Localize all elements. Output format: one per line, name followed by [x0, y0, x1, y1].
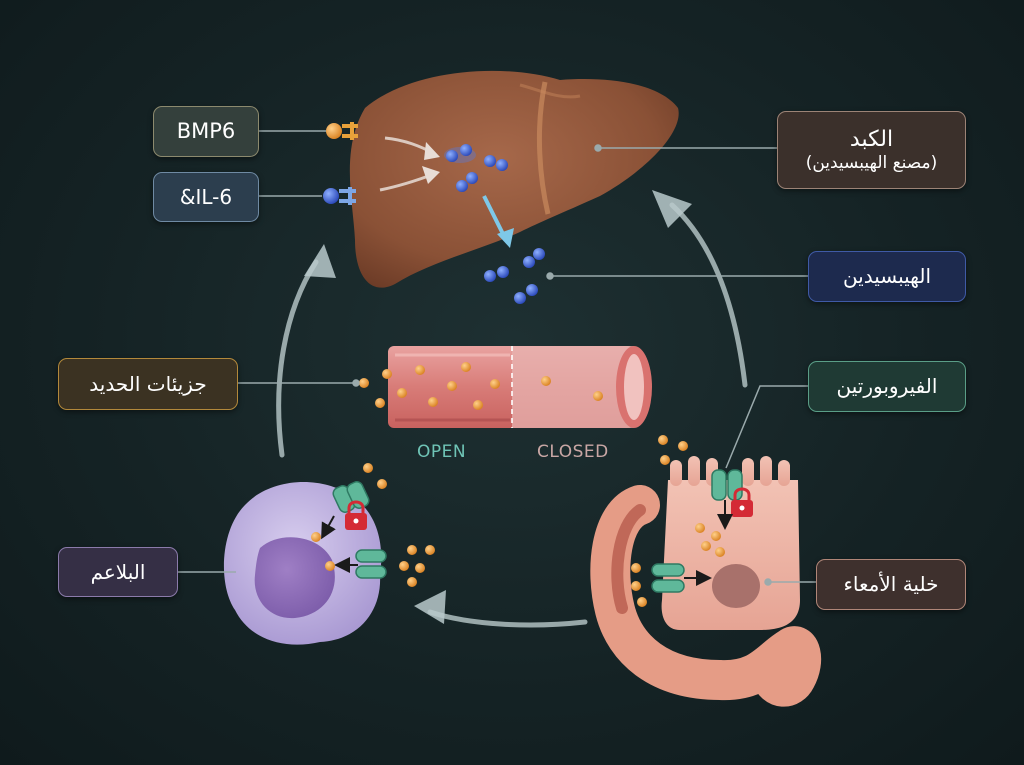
arrow-macrophage-to-liver	[276, 259, 319, 458]
bmp6-receptor-icon	[326, 122, 358, 140]
iron-flow-arrows	[321, 500, 733, 586]
hepcidin-release-arrow	[482, 195, 506, 237]
macrophage-label: البلاعم	[58, 547, 178, 597]
ferroportin-label-text: الفيروبورتين	[836, 374, 938, 398]
cycle-arrowheads	[304, 190, 692, 624]
lock-icon	[731, 487, 753, 517]
lock-icon	[345, 500, 367, 530]
signal-arrowhead	[422, 166, 440, 184]
signal-arrowhead	[424, 142, 440, 160]
iron-particles-cells	[311, 435, 725, 607]
bmp6-label-text: BMP6	[176, 119, 236, 144]
liver-subtitle: (مصنع الهيبسيدين)	[805, 153, 938, 174]
hepcidin-molecules-liver	[444, 144, 508, 192]
il6-label: &IL-6	[153, 172, 259, 222]
vessel-open-label: OPEN	[417, 442, 467, 462]
enterocyte-cell	[661, 456, 800, 630]
liver	[349, 70, 679, 288]
hepcidin-molecules-released	[484, 248, 545, 304]
arrow-enterocyte-to-liver	[669, 202, 748, 388]
macrophage-label-text: البلاعم	[90, 559, 146, 584]
iron-particles-vessel	[359, 362, 603, 410]
iron-particles-label: جزيئات الحديد	[58, 358, 238, 410]
hepcidin-release-arrowhead	[497, 228, 514, 248]
blood-vessel	[388, 346, 652, 428]
intestine	[590, 485, 822, 707]
hepcidin-label-text: الهيبسيدين	[842, 264, 932, 288]
enterocyte-label: خلية الأمعاء	[816, 559, 966, 610]
enterocyte-label-text: خلية الأمعاء	[843, 572, 939, 596]
il6-receptor-icon	[323, 187, 356, 205]
liver-title: الكبد	[849, 126, 894, 152]
leader-lines	[178, 130, 816, 586]
il6-label-text: &IL-6	[179, 184, 233, 209]
hepcidin-label: الهيبسيدين	[808, 251, 966, 302]
arrow-enterocyte-to-macrophage	[427, 609, 588, 628]
ferroportin-label: الفيروبورتين	[808, 361, 966, 412]
vessel-closed-label: CLOSED	[537, 442, 609, 462]
bmp6-label: BMP6	[153, 106, 259, 157]
iron-particles-label-text: جزيئات الحديد	[89, 371, 207, 396]
liver-label: الكبد (مصنع الهيبسيدين)	[777, 111, 966, 189]
macrophage-cell	[223, 482, 382, 645]
